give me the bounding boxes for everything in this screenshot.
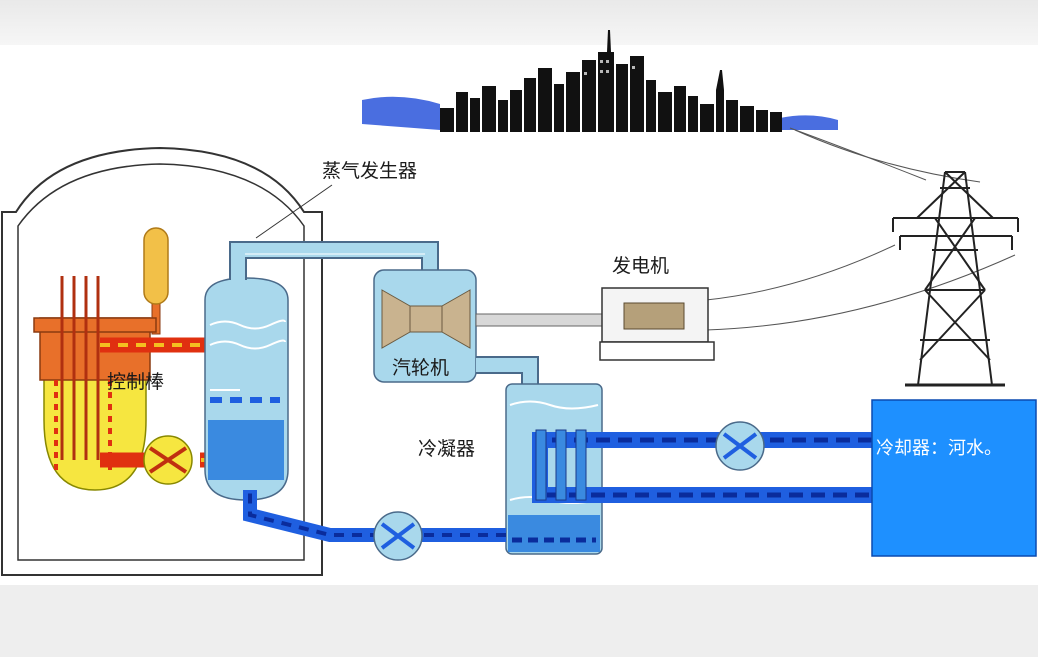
control-rods-label: 控制棒 (107, 371, 164, 393)
condenser-icon (505, 383, 603, 555)
top-band (0, 0, 1038, 45)
pressurizer-icon (143, 227, 169, 335)
cooling-pump-icon (715, 421, 765, 471)
river-cooler-box (871, 399, 1037, 557)
generator-label: 发电机 (612, 255, 669, 277)
reactor-vessel-icon (33, 276, 157, 491)
city-skyline-icon (362, 30, 838, 132)
primary-pump-icon (143, 435, 193, 485)
condenser-label: 冷凝器 (418, 438, 475, 460)
condensate-pump-icon (373, 511, 423, 561)
power-lines (705, 127, 1016, 331)
cooler-label: 冷却器：河水。 (876, 438, 1002, 459)
steam-generator-icon (204, 277, 289, 501)
cooling-loop (532, 429, 872, 503)
turbine-icon (373, 269, 477, 383)
steam-generator-label: 蒸气发生器 (322, 160, 417, 182)
generator-icon (599, 287, 715, 361)
feedwater-pipe (243, 490, 506, 542)
steam-generator-leader (255, 184, 333, 239)
steam-pipe (229, 241, 439, 280)
transmission-tower-icon (892, 171, 1019, 387)
turbine-label: 汽轮机 (392, 357, 449, 379)
bottom-band (0, 585, 1038, 657)
